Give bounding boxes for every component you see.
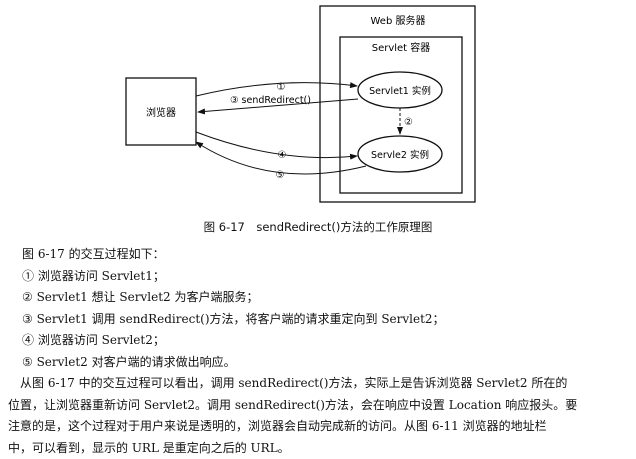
step-line: ⑤ Servlet2 对客户端的请求做出响应。 — [0, 352, 636, 374]
step-line: ② Servlet1 想让 Servlet2 为客户端服务； — [0, 287, 636, 309]
step-line: ④ 浏览器访问 Servlet2； — [0, 330, 636, 352]
paragraph-line: 从图 6-17 中的交互过程可以看出，调用 sendRedirect()方法，实… — [0, 373, 636, 395]
servlet-container-label: Servlet 容器 — [372, 41, 431, 54]
servlet-container-box — [340, 37, 462, 193]
step1-label: ① — [277, 82, 286, 93]
body-text: 图 6-17 的交互过程如下： ① 浏览器访问 Servlet1； ② Serv… — [0, 244, 636, 459]
step4-label: ④ — [278, 150, 287, 161]
step2-label: ② — [404, 117, 413, 128]
paragraph-line: 中，可以看到，显示的 URL 是重定向之后的 URL。 — [0, 438, 636, 459]
servlet2-label: Servle2 实例 — [371, 149, 429, 161]
paragraph-line: 位置，让浏览器重新访问 Servlet2。调用 sendRedirect()方法… — [0, 395, 636, 417]
browser-label: 浏览器 — [146, 106, 176, 119]
redirect-diagram: Web 服务器 Servlet 容器 浏览器 Servlet1 实例 Servl… — [0, 0, 636, 215]
step5-label: ⑤ — [276, 170, 285, 181]
servlet1-label: Servlet1 实例 — [369, 85, 431, 97]
step3-label: ③ sendRedirect() — [230, 95, 311, 106]
intro-line: 图 6-17 的交互过程如下： — [0, 244, 636, 266]
step4-arrow — [196, 132, 357, 158]
web-server-label: Web 服务器 — [371, 14, 426, 27]
figure-caption: 图 6-17 sendRedirect()方法的工作原理图 — [0, 219, 636, 235]
step-line: ③ Servlet1 调用 sendRedirect()方法，将客户端的请求重定… — [0, 309, 636, 331]
step-line: ① 浏览器访问 Servlet1； — [0, 266, 636, 288]
paragraph-line: 注意的是，这个过程对于用户来说是透明的，浏览器会自动完成新的访问。从图 6-11… — [0, 416, 636, 438]
